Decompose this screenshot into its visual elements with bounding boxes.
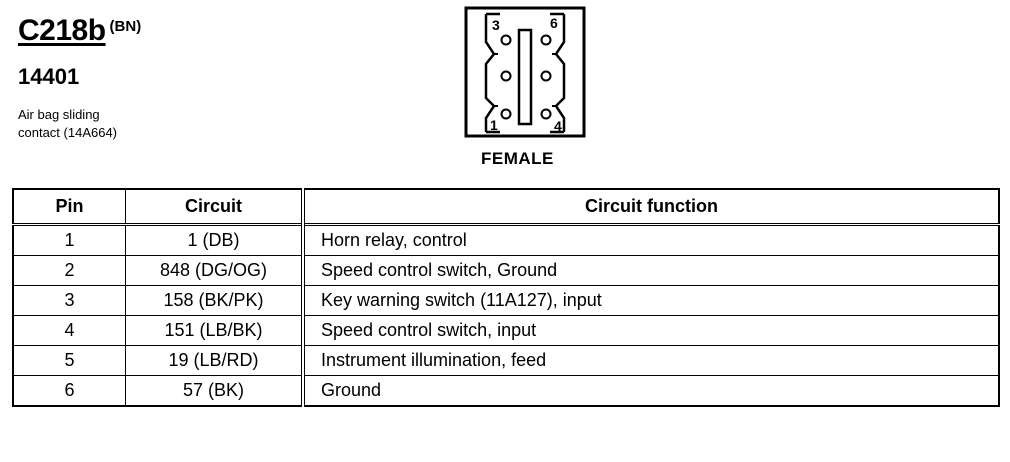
component-description: Air bag sliding contact (14A664) (18, 106, 218, 142)
pin-socket-5 (540, 70, 552, 82)
description-line-2: contact (14A664) (18, 125, 118, 140)
description-line-1: Air bag sliding (18, 107, 100, 122)
cell-pin: 3 (12, 285, 126, 316)
connector-face-diagram: 3 6 1 4 (464, 6, 586, 138)
cell-function: Ground (301, 375, 1000, 407)
connector-color: (BN) (109, 18, 142, 35)
cell-circuit: 1 (DB) (125, 224, 304, 256)
connector-heading: C218b(BN) (18, 14, 141, 48)
cell-circuit: 19 (LB/RD) (125, 345, 304, 376)
header-pin: Pin (12, 188, 126, 226)
connector-housing (464, 6, 586, 138)
connector-right-rib (552, 53, 556, 107)
part-number: 14401 (18, 64, 80, 89)
table-row: 6 57 (BK) Ground (12, 375, 1000, 407)
cell-function: Speed control switch, Ground (301, 255, 1000, 286)
table-row: 2 848 (DG/OG) Speed control switch, Grou… (12, 255, 1000, 286)
cell-circuit: 151 (LB/BK) (125, 315, 304, 346)
header-circuit-function: Circuit function (301, 188, 1000, 226)
cell-pin: 4 (12, 315, 126, 346)
pin-label-3: 3 (492, 17, 500, 33)
cell-pin: 1 (12, 224, 126, 256)
cell-function: Key warning switch (11A127), input (301, 285, 1000, 316)
table-header-row: Pin Circuit Circuit function (12, 188, 1000, 226)
connector-left-cavity (484, 12, 500, 134)
pin-socket-3 (500, 34, 512, 46)
pin-socket-6 (540, 34, 552, 46)
cell-function: Speed control switch, input (301, 315, 1000, 346)
table-row: 1 1 (DB) Horn relay, control (12, 224, 1000, 256)
cell-pin: 6 (12, 375, 126, 407)
table-row: 3 158 (BK/PK) Key warning switch (11A127… (12, 285, 1000, 316)
cell-pin: 2 (12, 255, 126, 286)
pin-label-4: 4 (554, 118, 562, 134)
cell-function: Instrument illumination, feed (301, 345, 1000, 376)
pin-label-1: 1 (490, 117, 498, 133)
table-row: 4 151 (LB/BK) Speed control switch, inpu… (12, 315, 1000, 346)
pin-label-6: 6 (550, 15, 558, 31)
pin-circuit-table: Pin Circuit Circuit function 1 1 (DB) Ho… (12, 188, 1000, 407)
cell-circuit: 57 (BK) (125, 375, 304, 407)
connector-right-cavity (550, 12, 566, 134)
table-row: 5 19 (LB/RD) Instrument illumination, fe… (12, 345, 1000, 376)
connector-gender-label: FEMALE (481, 149, 554, 168)
cell-pin: 5 (12, 345, 126, 376)
cell-function: Horn relay, control (301, 224, 1000, 256)
cell-circuit: 848 (DG/OG) (125, 255, 304, 286)
pin-socket-4 (540, 108, 552, 120)
cell-circuit: 158 (BK/PK) (125, 285, 304, 316)
connector-center-key (517, 28, 533, 126)
connector-id: C218b (18, 14, 106, 47)
connector-left-rib (494, 53, 498, 107)
pin-socket-2 (500, 70, 512, 82)
header-circuit: Circuit (125, 188, 304, 226)
pin-socket-1 (500, 108, 512, 120)
